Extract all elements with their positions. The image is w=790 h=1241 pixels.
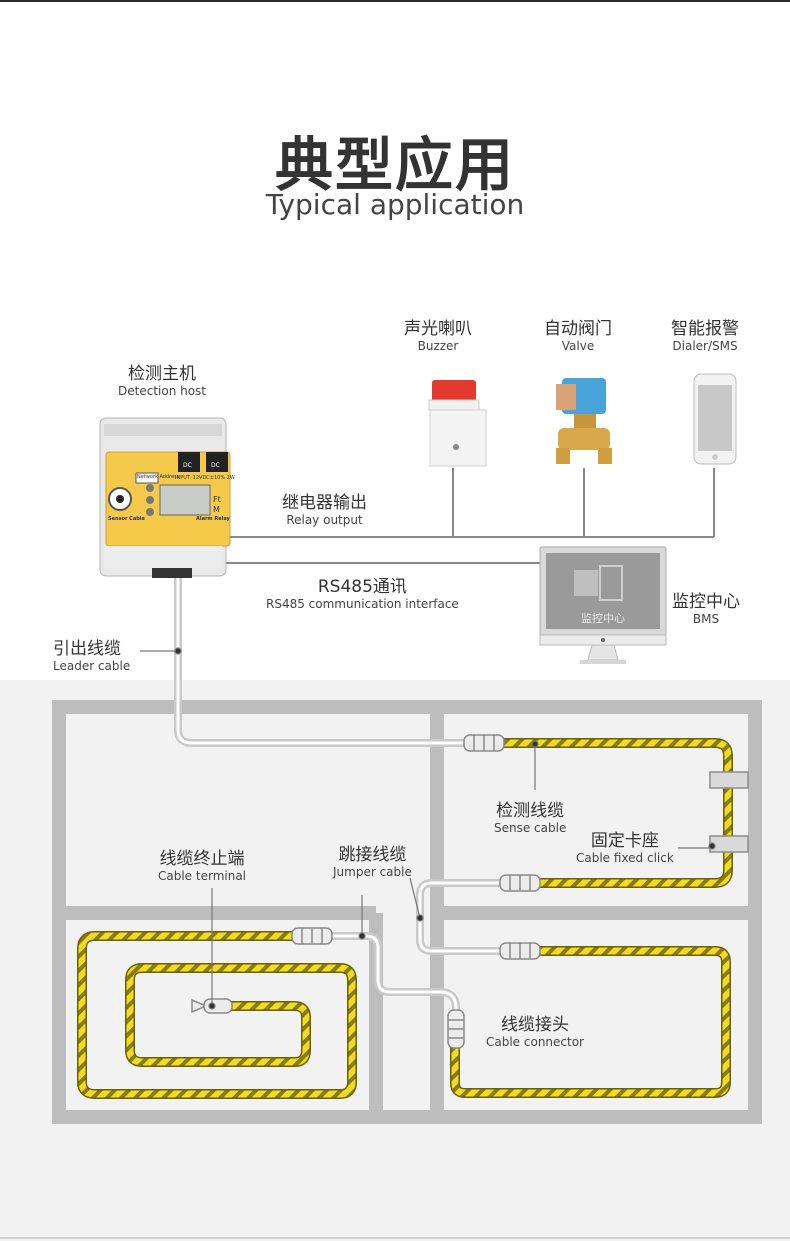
device-alarm-relay: Alarm Relay bbox=[196, 516, 230, 522]
detection-host bbox=[99, 417, 231, 578]
sense-cable-left-spiral bbox=[77, 931, 357, 1099]
cable-connectors bbox=[191, 734, 541, 1049]
device-dc-right: DC bbox=[211, 462, 220, 469]
valve-icon bbox=[556, 378, 612, 464]
device-sensor-cable: Sensor Cable bbox=[108, 516, 145, 522]
page-title: 典型应用 bbox=[274, 131, 515, 199]
bottom-rule bbox=[0, 1237, 790, 1239]
top-rule bbox=[0, 0, 790, 2]
bms-monitor-icon: 监控中心 bbox=[539, 546, 667, 664]
monitor-screen-text: 监控中心 bbox=[581, 611, 625, 625]
device-unit-ft: Ft bbox=[213, 495, 221, 504]
page-subtitle: Typical application bbox=[265, 188, 525, 221]
cable-clips bbox=[709, 771, 749, 853]
connector-jumper-lower bbox=[499, 942, 541, 960]
cable-terminal-end bbox=[191, 998, 233, 1014]
connector-left bbox=[291, 927, 333, 945]
floor-plan bbox=[52, 700, 762, 1124]
connector-jumper-upper bbox=[499, 874, 541, 892]
device-input-rating: INPUT: 12VDC±10% 2W bbox=[175, 475, 235, 481]
connector-vertical bbox=[447, 1009, 465, 1049]
clip-lower bbox=[709, 835, 749, 853]
device-dc-left: DC bbox=[183, 462, 192, 469]
clip-upper bbox=[709, 771, 749, 789]
sense-cables bbox=[77, 738, 733, 1099]
connector-top bbox=[463, 734, 505, 752]
annotation-leaders bbox=[140, 647, 716, 1010]
phone-icon bbox=[693, 373, 737, 465]
device-unit-m: M bbox=[213, 505, 220, 514]
floor-background bbox=[0, 680, 790, 1241]
device-network-address: Network Address bbox=[137, 474, 180, 480]
grey-cables bbox=[174, 574, 504, 1019]
buzzer-icon bbox=[428, 380, 487, 467]
relay-wires bbox=[220, 468, 715, 564]
